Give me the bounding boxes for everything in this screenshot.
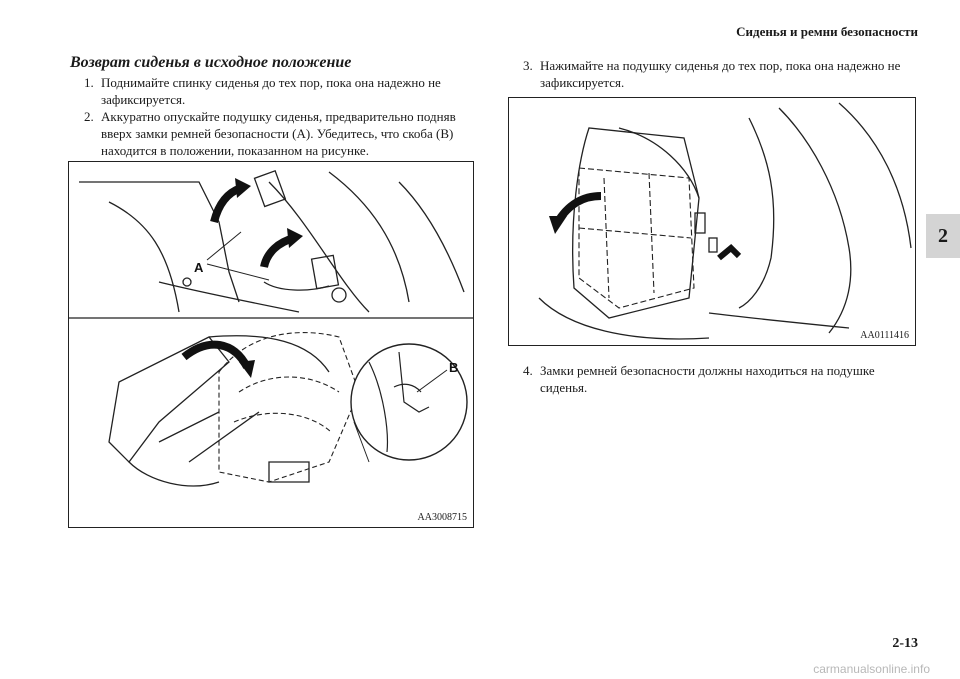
- figure-code: AA3008715: [417, 512, 467, 523]
- step-2: 2. Аккуратно опускайте подушку сиденья, …: [84, 108, 488, 159]
- step-text: Нажимайте на подушку сиденья до тех пор,…: [540, 58, 901, 90]
- step-number: 4.: [523, 363, 533, 378]
- step-text: Замки ремней безопасности должны находит…: [540, 363, 875, 395]
- seat-locking-illustration: [538, 102, 912, 340]
- seat-cushion-illustration: A B: [69, 169, 473, 487]
- step-text: Поднимайте спинку сиденья до тех пор, по…: [101, 75, 441, 107]
- figure-seat-cushion-lowering: A B AA3008715: [68, 161, 474, 528]
- callout-a-label: A: [194, 260, 204, 275]
- watermark: carmanualsonline.info: [813, 662, 930, 676]
- figure-code: AA0111416: [860, 330, 909, 341]
- step-3: 3. Нажимайте на подушку сиденья до тех п…: [523, 57, 913, 91]
- page-number: 2-13: [892, 636, 918, 651]
- step-number: 2.: [84, 109, 94, 124]
- callout-b-label: B: [449, 360, 458, 375]
- step-number: 3.: [523, 58, 533, 73]
- figure-seat-cushion-locking: AA0111416: [508, 97, 916, 346]
- step-4: 4. Замки ремней безопасности должны нахо…: [523, 362, 913, 396]
- chapter-tab: 2: [926, 214, 960, 258]
- running-header: Сиденья и ремни безопасности: [736, 24, 918, 39]
- step-1: 1. Поднимайте спинку сиденья до тех пор,…: [84, 74, 484, 108]
- step-number: 1.: [84, 75, 94, 90]
- step-text: Аккуратно опускайте подушку сиденья, пре…: [101, 109, 456, 158]
- section-heading: Возврат сиденья в исходное положение: [70, 54, 352, 71]
